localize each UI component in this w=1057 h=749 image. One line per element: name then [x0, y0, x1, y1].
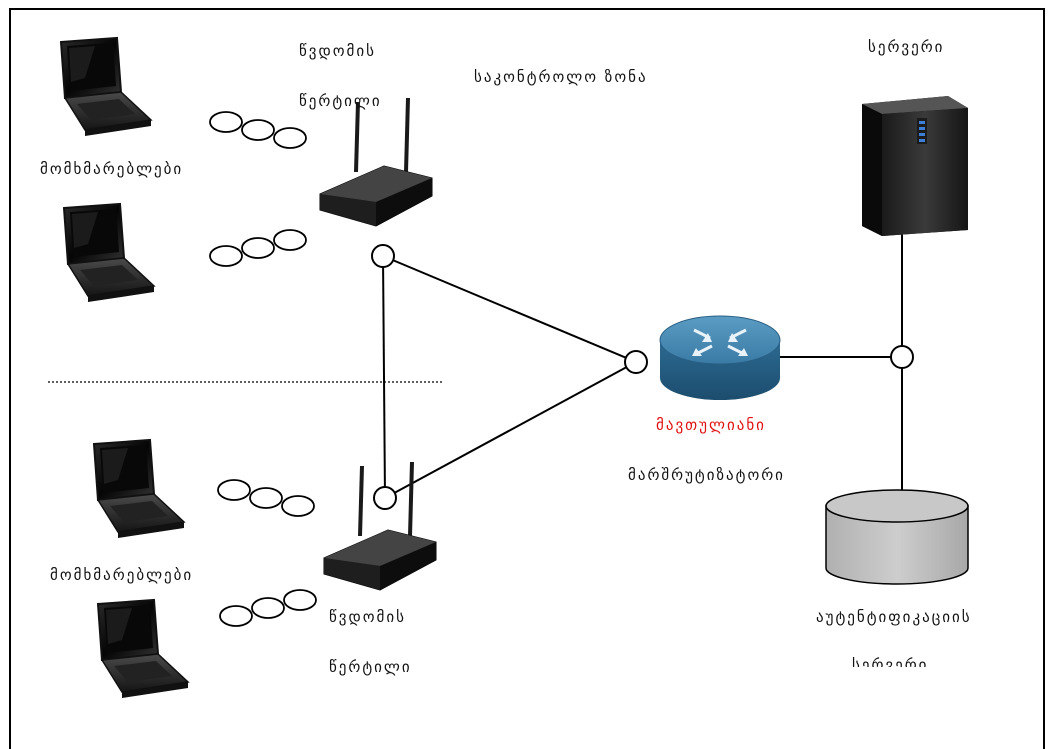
users-top-label: მომხმარებლები: [40, 160, 184, 178]
router-label-line1: მავთულიანი: [656, 416, 766, 434]
wireless-signal-icon: [219, 589, 317, 627]
frame-border-left: [9, 8, 11, 749]
server-label: სერვერი: [868, 38, 945, 56]
wireless-access-point-icon: [322, 460, 438, 592]
laptop-icon: [93, 439, 185, 539]
auth-server-label-line1: აუტენტიფიკაციის: [816, 608, 972, 626]
server-tower-icon: [862, 96, 968, 236]
router-label-line2: მარშრუტიზატორი: [628, 466, 785, 484]
laptop-icon: [63, 203, 155, 303]
wireless-signal-icon: [209, 229, 307, 267]
junction-node: [371, 244, 395, 268]
users-bottom-label: მომხმარებლები: [50, 566, 194, 584]
access-point-top-label-line1: წვდომის: [299, 42, 376, 60]
access-point-top-label-line2: წერტილი: [299, 92, 382, 110]
auth-server-label-clip: სერვერი: [840, 656, 970, 667]
link-ap-bottom-router: [384, 361, 637, 499]
access-point-bottom-label-line2: წერტილი: [329, 658, 412, 676]
frame-border-right: [1043, 8, 1045, 749]
wireless-access-point-icon: [318, 96, 434, 228]
link-ap-top-ap-bottom: [382, 255, 386, 499]
control-zone-label: საკონტროლო ზონა: [474, 68, 648, 86]
database-cylinder-icon: [825, 489, 969, 585]
junction-node: [624, 350, 648, 374]
link-ap-top-router: [382, 255, 637, 363]
laptop-icon: [60, 37, 152, 137]
access-point-bottom-label-line1: წვდომის: [329, 608, 406, 626]
wireless-signal-icon: [209, 111, 307, 149]
wireless-signal-icon: [217, 479, 315, 517]
junction-node: [373, 486, 397, 510]
router-icon: [659, 315, 781, 400]
frame-border-top: [9, 8, 1045, 10]
auth-server-label-line2: სერვერი: [852, 656, 929, 667]
junction-node: [890, 345, 914, 369]
laptop-icon: [97, 599, 189, 699]
